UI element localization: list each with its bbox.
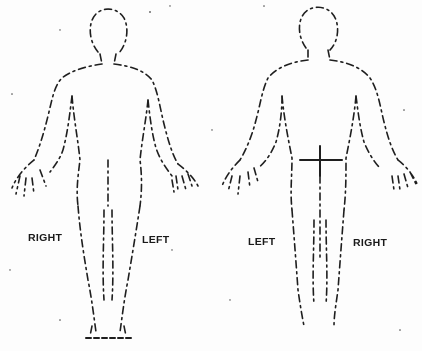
back-right-side-label: RIGHT xyxy=(353,237,387,249)
front-right-side-label: RIGHT xyxy=(28,232,62,244)
front-body-figure xyxy=(12,9,198,338)
back-body-figure xyxy=(222,7,418,326)
front-left-side-label: LEFT xyxy=(142,234,169,246)
back-left-side-label: LEFT xyxy=(248,236,275,248)
